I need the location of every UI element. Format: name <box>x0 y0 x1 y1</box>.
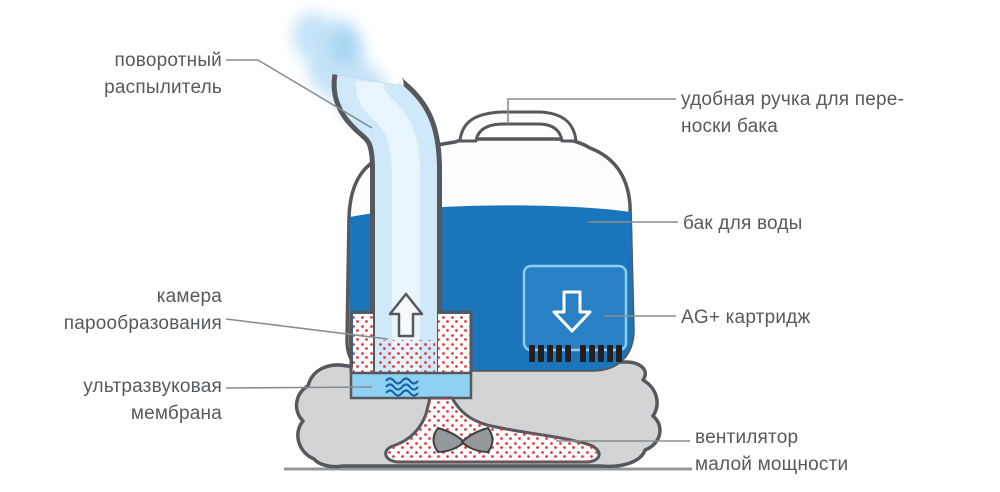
label-handle: удобная ручка для пере- носки бака <box>681 86 904 140</box>
cartridge-grille <box>529 345 622 362</box>
label-chamber-line1: камера <box>156 286 222 307</box>
label-fan-line1: вентилятор <box>695 427 799 448</box>
chamber-dots <box>353 314 373 373</box>
ultrasonic-membrane <box>385 377 419 397</box>
label-membrane-line1: ультразвуковая <box>83 376 222 397</box>
label-chamber: камера парообразования <box>20 283 222 337</box>
steam-puff <box>293 12 331 60</box>
chamber-walls <box>349 310 473 373</box>
label-fan: вентилятор малой мощности <box>695 424 848 478</box>
chamber-dots <box>438 314 470 373</box>
leader-sprayer <box>226 59 373 129</box>
tank-handle <box>458 110 578 143</box>
label-chamber-line2: парообразования <box>63 313 222 334</box>
label-tank: бак для воды <box>683 210 803 237</box>
label-membrane: ультразвуковая мембрана <box>20 373 222 427</box>
fan-blades <box>432 426 494 454</box>
cartridge-shell <box>522 264 628 352</box>
label-sprayer-line2: распылитель <box>104 77 222 98</box>
vapor-chamber <box>349 310 473 400</box>
leader-lines <box>225 59 690 442</box>
up-arrow-icon <box>388 292 424 338</box>
leader-chamber <box>225 318 389 340</box>
label-cartridge: AG+ картридж <box>681 304 810 331</box>
leader-handle <box>507 98 676 124</box>
label-handle-line2: носки бака <box>681 116 779 137</box>
air-channel <box>384 396 601 464</box>
label-sprayer-line1: поворотный <box>114 50 222 71</box>
ag-cartridge <box>522 264 628 362</box>
chamber-dots <box>377 340 435 373</box>
sprayer-spout <box>331 74 442 378</box>
label-cartridge-line1: AG+ картридж <box>681 307 811 328</box>
label-fan-line2: малой мощности <box>695 454 849 475</box>
spout-mist-core <box>355 80 420 378</box>
label-handle-line1: удобная ручка для пере- <box>681 89 905 110</box>
label-tank-line1: бак для воды <box>683 213 803 234</box>
label-sprayer: поворотный распылитель <box>20 47 222 101</box>
steam-puff <box>330 28 358 64</box>
label-membrane-line2: мембрана <box>130 403 222 424</box>
down-arrow-icon <box>552 290 592 333</box>
leader-membrane <box>225 386 373 389</box>
